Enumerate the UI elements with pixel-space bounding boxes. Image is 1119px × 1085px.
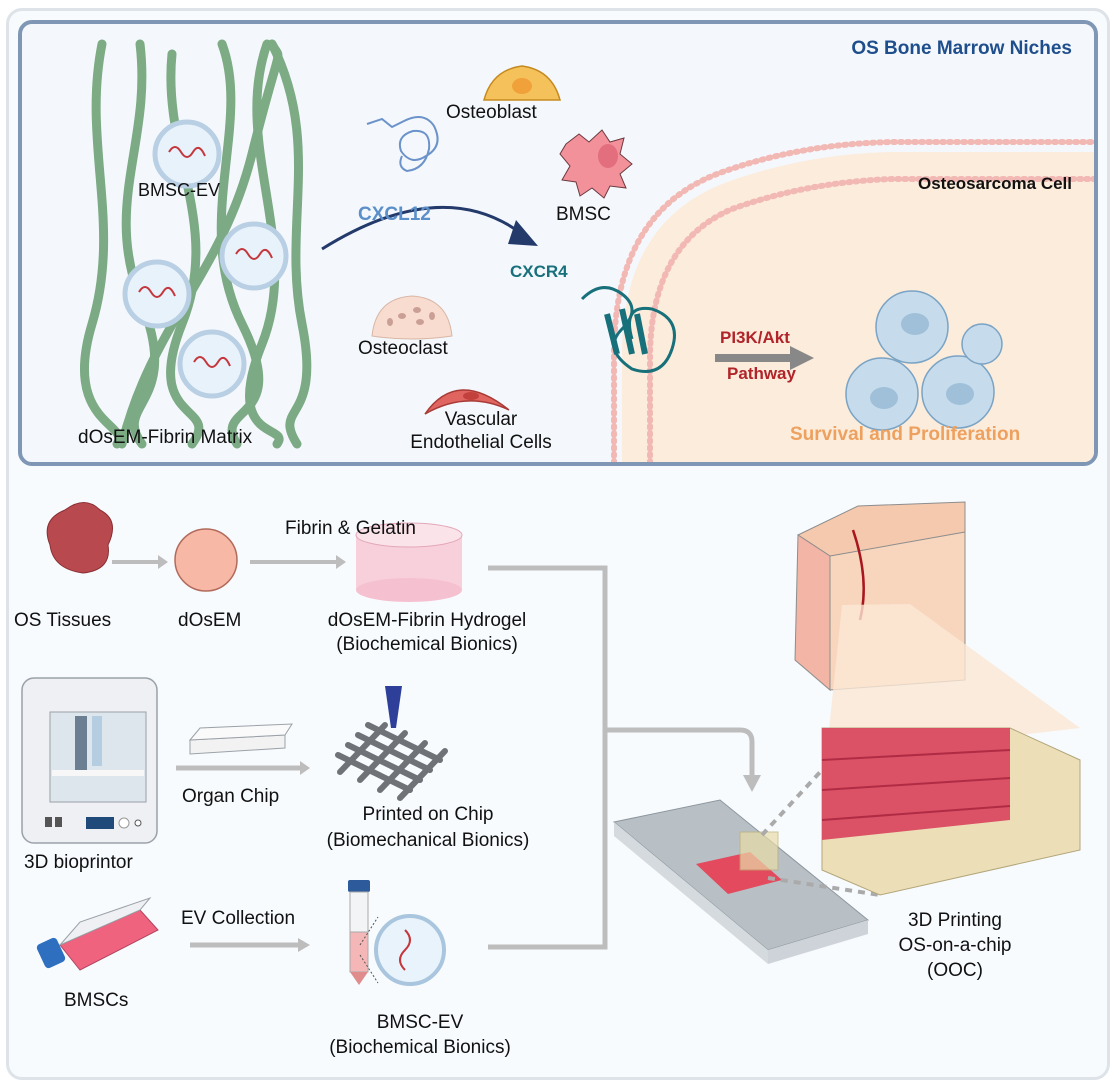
pathway-label-line1: PI3K/Akt [720, 328, 790, 347]
osteoclast-label: Osteoclast [358, 338, 448, 359]
hydrogel-label-line2: (Biochemical Bionics) [336, 634, 518, 655]
endothelial-cell-icon [424, 389, 510, 415]
printed-label-line1: Printed on Chip [362, 804, 494, 825]
cxcl12-arrowhead [508, 220, 538, 246]
cell-membrane-outer [611, 139, 1094, 462]
vesicle [152, 119, 222, 189]
merge-bracket [488, 565, 755, 950]
vascular-label-line2: Endothelial Cells [410, 432, 552, 453]
hydrogel-icon [355, 522, 463, 602]
bmsc-ev-label-line1: BMSC-EV [376, 1012, 464, 1033]
pathway-label-line2: Pathway [727, 364, 796, 383]
zoom-dashed-line-1 [760, 768, 824, 837]
pathway-arrow-shaft [715, 354, 790, 362]
bioprinter-icon [21, 677, 158, 844]
panel-title: OS Bone Marrow Niches [851, 38, 1072, 59]
cxcl12-label: CXCL12 [358, 204, 431, 225]
organ-chip-icon [188, 723, 293, 755]
printed-label-line2: (Biomechanical Bionics) [326, 830, 530, 851]
bone-marrow-niche-panel: OS Bone Marrow Niches BMSC-EV dOsEM-Fibr… [18, 20, 1098, 466]
vascular-label-line1: Vascular [444, 409, 518, 430]
zoom-dashed-line-2 [767, 876, 881, 897]
vesicle [122, 259, 192, 329]
printed-layers-detail-icon [821, 727, 1081, 896]
osteosarcoma-cell-label: Osteosarcoma Cell [917, 174, 1072, 193]
magnify-cone [826, 604, 1080, 758]
fibrin-gelatin-label: Fibrin & Gelatin [285, 518, 416, 539]
osteoclast-cell-icon [371, 295, 453, 340]
merge-arrowhead [743, 775, 761, 792]
vesicle [177, 329, 247, 399]
bmsc-ev-vesicles [122, 119, 289, 399]
centrifuge-tube-icon [348, 880, 370, 985]
ooc-chip-icon [612, 799, 870, 964]
cxcr4-label: CXCR4 [510, 262, 568, 281]
dosem-icon [174, 528, 238, 592]
print-nozzle-icon [385, 686, 402, 728]
hydrogel-label-line1: dOsEM-Fibrin Hydrogel [327, 610, 527, 631]
bmscs-label: BMSCs [64, 990, 129, 1011]
ooc-label-line1: 3D Printing [908, 910, 1002, 931]
dosem-label: dOsEM [178, 610, 242, 631]
pathway-arrowhead [790, 346, 814, 370]
osteoblast-label: Osteoblast [446, 102, 537, 123]
osteoblast-cell-icon [483, 65, 561, 101]
printed-grid-icon [335, 722, 448, 801]
niche-illustration [80, 39, 1094, 462]
ooc-label-line2: OS-on-a-chip [898, 935, 1012, 956]
bmsc-label: BMSC [556, 204, 611, 225]
os-tissue-icon [46, 502, 113, 574]
bmsc-cell-icon [559, 129, 633, 199]
outcome-label: Survival and Proliferation [790, 424, 1021, 445]
organ-chip-label: Organ Chip [182, 786, 280, 807]
bmsc-ev-label-line2: (Biochemical Bionics) [329, 1037, 511, 1058]
bmsc-ev-label: BMSC-EV [138, 180, 221, 200]
culture-flask-icon [36, 896, 159, 971]
cxcl12-arrow [321, 205, 523, 251]
vesicle [219, 221, 289, 291]
matrix-label: dOsEM-Fibrin Matrix [78, 427, 253, 448]
ooc-label-line3: (OOC) [927, 960, 983, 981]
cxcl12-protein-icon [366, 116, 439, 173]
cxcr4-receptor-icon [580, 286, 676, 373]
cell-membrane-inner [647, 176, 1094, 462]
os-tissues-label: OS Tissues [14, 610, 112, 631]
bioprinter-label: 3D bioprintor [24, 852, 133, 873]
ev-collection-label: EV Collection [181, 908, 296, 929]
ev-magnified-icon [374, 914, 446, 986]
